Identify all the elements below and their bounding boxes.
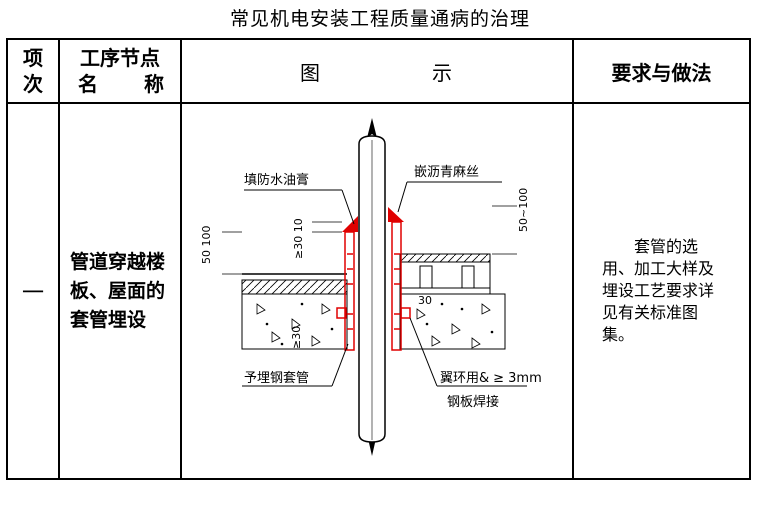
quality-table: 项 次 工序节点 名 称 图 示 要求与做法 一 管道穿越楼板、屋面的套管埋设 — [6, 38, 751, 480]
table-row: 一 管道穿越楼板、屋面的套管埋设 — [6, 102, 751, 480]
header-process-node-line1: 工序节点 — [80, 46, 160, 70]
concrete-slab — [241, 293, 506, 350]
label-flange-ring: 翼环用&≥ 3mm — [440, 371, 542, 386]
row-process-name: 管道穿越楼板、屋面的套管埋设 — [58, 102, 182, 480]
header-name-char1: 名 — [78, 72, 98, 96]
header-illustration: 图 示 — [180, 38, 574, 104]
header-row: 项 次 工序节点 名 称 图 示 要求与做法 — [6, 38, 751, 104]
label-fill-sealant: 填防水油膏 — [244, 172, 309, 188]
header-process-node: 工序节点 名 称 — [58, 38, 182, 104]
top-arrow-icon — [367, 118, 377, 138]
waterproof-sealant-right — [388, 207, 404, 222]
dim-50-100-right: 50~100 — [517, 188, 530, 232]
label-plate-weld: 钢板焊接 — [447, 394, 499, 410]
raised-platform-right — [399, 253, 491, 295]
dim-30-b: 30 — [418, 294, 432, 307]
label-embedded-sleeve: 予埋钢套管 — [244, 370, 309, 386]
header-item-no-line1: 项 — [23, 46, 43, 70]
screed-left — [241, 279, 348, 295]
header-item-no-line2: 次 — [23, 72, 43, 96]
row-requirement: 套管的选用、加工大样及埋设工艺要求详见有关标准图集。 — [572, 102, 751, 480]
document-title: 常见机电安装工程质量通病的治理 — [229, 8, 530, 30]
pipe — [358, 135, 386, 443]
header-process-node-line2: 名 称 — [60, 71, 180, 97]
label-asphalt-hemp: 嵌沥青麻丝 — [414, 165, 479, 180]
row-index: 一 — [6, 102, 60, 480]
dim-30-10: ≥30 10 — [292, 218, 305, 259]
header-item-no: 项 次 — [6, 38, 60, 104]
header-requirement: 要求与做法 — [572, 38, 751, 104]
dim-30-a: ≥30 — [290, 326, 303, 349]
header-name-char2: 称 — [144, 72, 164, 96]
sleeve-diagram: 填防水油膏 嵌沥青麻丝 予埋钢套管 翼环用&≥ 3mm 钢板焊接 50 100 … — [200, 118, 542, 456]
waterproof-sealant-left — [342, 216, 358, 232]
illustration-cell: 填防水油膏 嵌沥青麻丝 予埋钢套管 翼环用&≥ 3mm 钢板焊接 50 100 … — [180, 102, 574, 480]
dim-50-100-left: 50 100 — [200, 226, 213, 265]
